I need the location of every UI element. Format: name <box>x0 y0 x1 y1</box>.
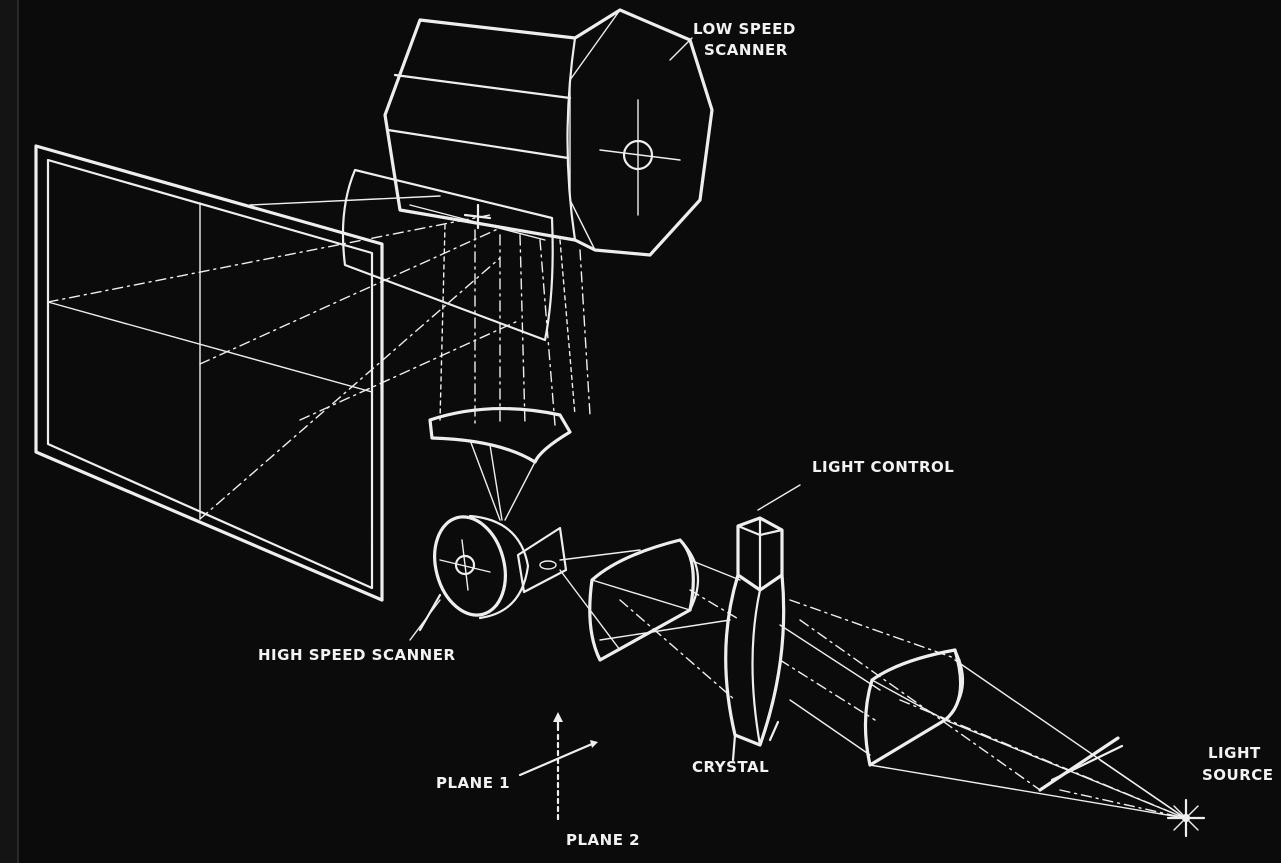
label-low-speed-scanner-1: LOW SPEED <box>693 20 796 38</box>
cylindrical-lens-upper <box>341 168 554 342</box>
label-plane-1: PLANE 1 <box>436 774 510 792</box>
lens-first <box>588 538 700 662</box>
plane-indicators <box>518 712 598 822</box>
label-low-speed-scanner-2: SCANNER <box>704 41 788 59</box>
label-light-source-1: LIGHT <box>1208 744 1261 762</box>
leader-lines <box>409 37 693 641</box>
curved-mirror <box>428 406 572 521</box>
lens-second <box>863 648 965 767</box>
label-plane-2: PLANE 2 <box>566 831 640 849</box>
label-light-source-2: SOURCE <box>1202 766 1274 784</box>
label-light-control: LIGHT CONTROL <box>812 458 954 476</box>
label-high-speed-scanner: HIGH SPEED SCANNER <box>258 646 456 664</box>
filter-slit <box>1038 736 1124 792</box>
beam-lines-vertical <box>439 203 591 426</box>
light-source-icon <box>1166 798 1206 838</box>
projection-screen <box>34 144 521 602</box>
beam-rays <box>559 549 1186 819</box>
low-speed-scanner <box>383 8 714 257</box>
left-edge-strip <box>0 0 18 863</box>
high-speed-scanner <box>418 514 530 632</box>
label-crystal: CRYSTAL <box>692 758 769 776</box>
light-control-crystal <box>724 484 801 762</box>
small-plate <box>516 526 568 594</box>
